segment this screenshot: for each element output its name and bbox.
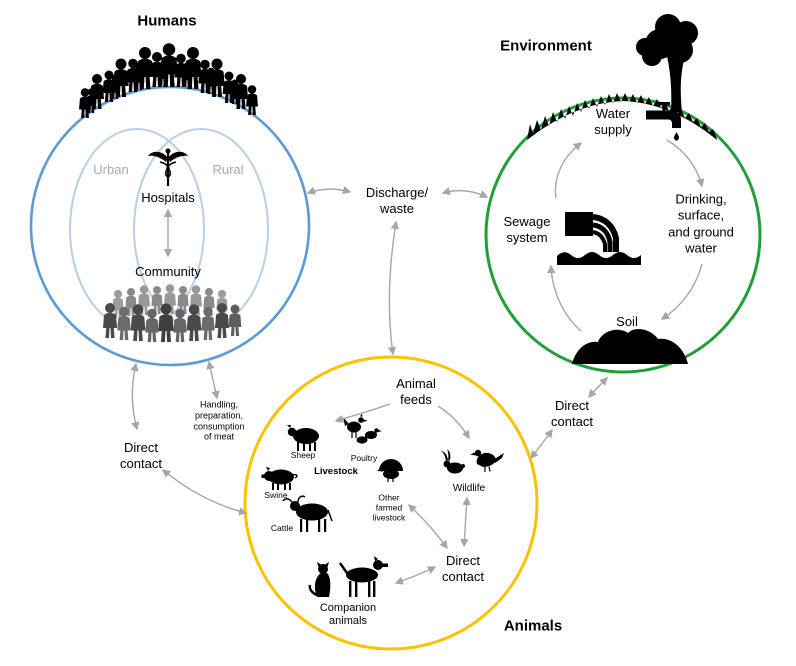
- arrow-discharge-animals: [387, 220, 400, 356]
- community-crowd-icon: [103, 284, 242, 342]
- swine-icon: [261, 467, 298, 490]
- tree-icon: [636, 14, 698, 112]
- companion-animals-label: Companion animals: [319, 601, 377, 627]
- community-label: Community: [135, 263, 201, 279]
- dog-icon: [339, 556, 388, 597]
- humans-crowd-icon: [79, 43, 258, 118]
- meat-handling-label: Handling, preparation, consumption of me…: [193, 399, 245, 442]
- arrow-directcontact-left-animals: [161, 469, 248, 516]
- arrow-companion-directcontact: [394, 566, 437, 585]
- soil-label: Soil: [616, 313, 638, 329]
- arrow-meathandling-humans: [206, 360, 220, 400]
- arrow-soil-sewage: [547, 264, 582, 332]
- sewage-pipe-icon: [557, 212, 641, 265]
- cattle-icon: [282, 495, 333, 532]
- arrow-feeds-wildlife: [437, 405, 470, 440]
- poultry-label: Poultry: [350, 453, 378, 464]
- faucet-icon: [646, 102, 681, 141]
- swine-label: Swine: [264, 490, 288, 501]
- cat-icon: [308, 562, 331, 597]
- water-supply-label: Water supply: [594, 105, 632, 137]
- sheep-icon: [287, 425, 319, 451]
- drinking-water-label: Drinking, surface, and ground water: [668, 191, 734, 256]
- wildlife-label: Wildlife: [452, 482, 486, 494]
- urban-label: Urban: [93, 161, 129, 177]
- direct-contact-animals-inner-label: Direct contact: [442, 552, 484, 584]
- poultry-icon: [343, 414, 382, 444]
- crow-icon: [470, 449, 504, 472]
- rabbit-icon: [441, 449, 465, 474]
- arrow-sewage-watersupply: [554, 142, 583, 199]
- discharge-waste-label: Discharge/ waste: [365, 184, 429, 216]
- livestock-label: Livestock: [314, 466, 358, 478]
- arrow-humans-discharge: [306, 186, 352, 195]
- direct-contact-env-animals-label: Direct contact: [551, 397, 593, 429]
- water-drop-icon: [674, 132, 679, 141]
- hospitals-label: Hospitals: [141, 189, 195, 205]
- arrow-livestock-directcontact: [407, 504, 448, 550]
- arrow-environment-directcontact-right: [588, 377, 608, 399]
- caduceus-icon: [148, 148, 188, 186]
- animal-feeds-label: Animal feeds: [396, 375, 436, 407]
- sheep-label: Sheep: [290, 450, 316, 461]
- environment-title: Environment: [500, 37, 592, 55]
- sewage-system-label: Sewage system: [503, 213, 551, 245]
- arrow-drinking-soil: [660, 263, 703, 320]
- soil-mound-icon: [572, 328, 688, 364]
- arrow-wildlife-directcontact: [460, 496, 471, 548]
- turkey-icon: [377, 459, 403, 482]
- grass-icon: [527, 93, 717, 140]
- arrow-directcontact-right-animals: [530, 428, 553, 460]
- arrow-discharge-environment: [441, 187, 489, 198]
- direct-contact-humans-animals-label: Direct contact: [120, 439, 162, 471]
- other-farmed-livestock-label: Other farmed livestock: [372, 492, 406, 522]
- arrow-humans-directcontact-left: [130, 362, 140, 431]
- animals-title: Animals: [503, 617, 563, 635]
- humans-circle: [29, 85, 311, 367]
- rural-label: Rural: [212, 161, 244, 177]
- cattle-label: Cattle: [270, 523, 294, 534]
- arrow-watersupply-drinking: [666, 139, 705, 188]
- arrow-feeds-livestock: [334, 403, 391, 423]
- humans-title: Humans: [137, 12, 197, 30]
